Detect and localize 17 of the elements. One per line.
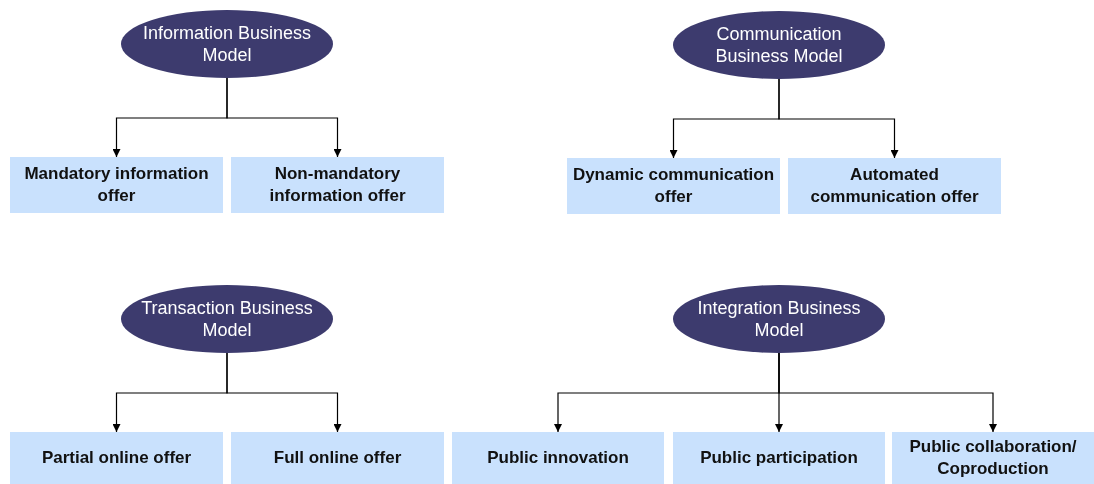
model-ellipse: Transaction Business Model bbox=[121, 285, 333, 353]
offer-box: Partial online offer bbox=[10, 432, 223, 484]
offer-box: Mandatory information offer bbox=[10, 157, 223, 213]
model-ellipse: Information Business Model bbox=[121, 10, 333, 78]
offer-box: Public innovation bbox=[452, 432, 664, 484]
arrow bbox=[778, 352, 997, 433]
arrow bbox=[778, 78, 899, 159]
arrow bbox=[226, 352, 342, 433]
offer-box: Non-mandatory information offer bbox=[231, 157, 444, 213]
offer-box: Public participation bbox=[673, 432, 885, 484]
model-ellipse: Integration Business Model bbox=[673, 285, 885, 353]
model-ellipse: Communication Business Model bbox=[673, 11, 885, 79]
arrow bbox=[226, 77, 342, 158]
offer-box: Dynamic communication offer bbox=[567, 158, 780, 214]
offer-box: Automated communication offer bbox=[788, 158, 1001, 214]
offer-box: Public collaboration/ Coproduction bbox=[892, 432, 1094, 484]
offer-box: Full online offer bbox=[231, 432, 444, 484]
